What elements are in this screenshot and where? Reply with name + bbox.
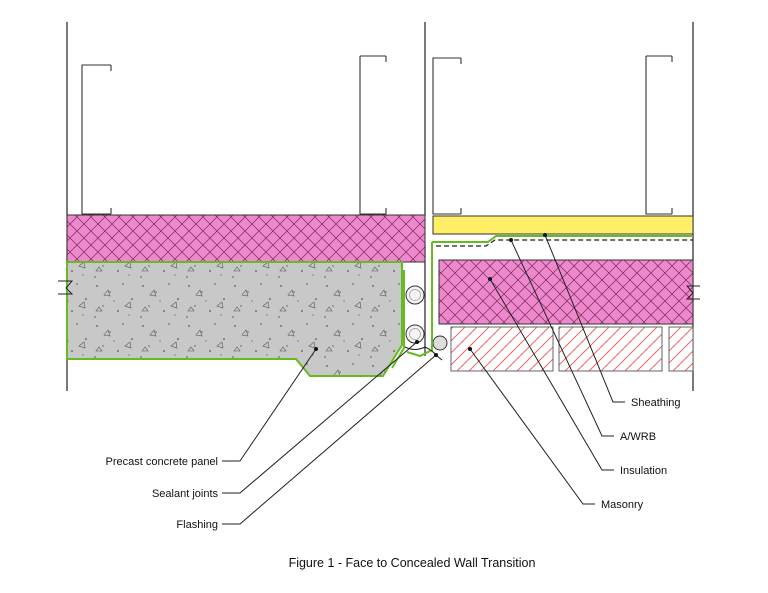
sheathing: [432, 215, 694, 235]
break-mark-left: [58, 280, 74, 295]
label-sheathing: Sheathing: [631, 397, 681, 409]
label-insulation: Insulation: [620, 465, 667, 477]
label-precast-concrete-panel: Precast concrete panel: [105, 456, 218, 468]
precast-concrete-panel: [66, 261, 403, 377]
leader-dots-left: [314, 340, 438, 357]
masonry: [450, 326, 694, 372]
flashing: [391, 242, 433, 369]
leader-lines-left: [222, 341, 437, 525]
label-masonry: Masonry: [601, 499, 644, 511]
awrb-membrane: [432, 235, 693, 243]
label-sealant-joints: Sealant joints: [152, 488, 219, 500]
break-mark-right: [685, 285, 700, 300]
metal-studs: [81, 55, 673, 215]
awrb-dashed-line: [436, 239, 693, 247]
sealant-joints: [405, 285, 448, 351]
leader-dots-right: [468, 233, 547, 351]
leader-lines-right: [469, 234, 625, 505]
insulation-left: [66, 214, 426, 263]
insulation-right: [438, 259, 694, 325]
label-awrb: A/WRB: [620, 431, 656, 443]
label-flashing: Flashing: [176, 519, 218, 531]
figure-caption: Figure 1 - Face to Concealed Wall Transi…: [289, 556, 536, 570]
